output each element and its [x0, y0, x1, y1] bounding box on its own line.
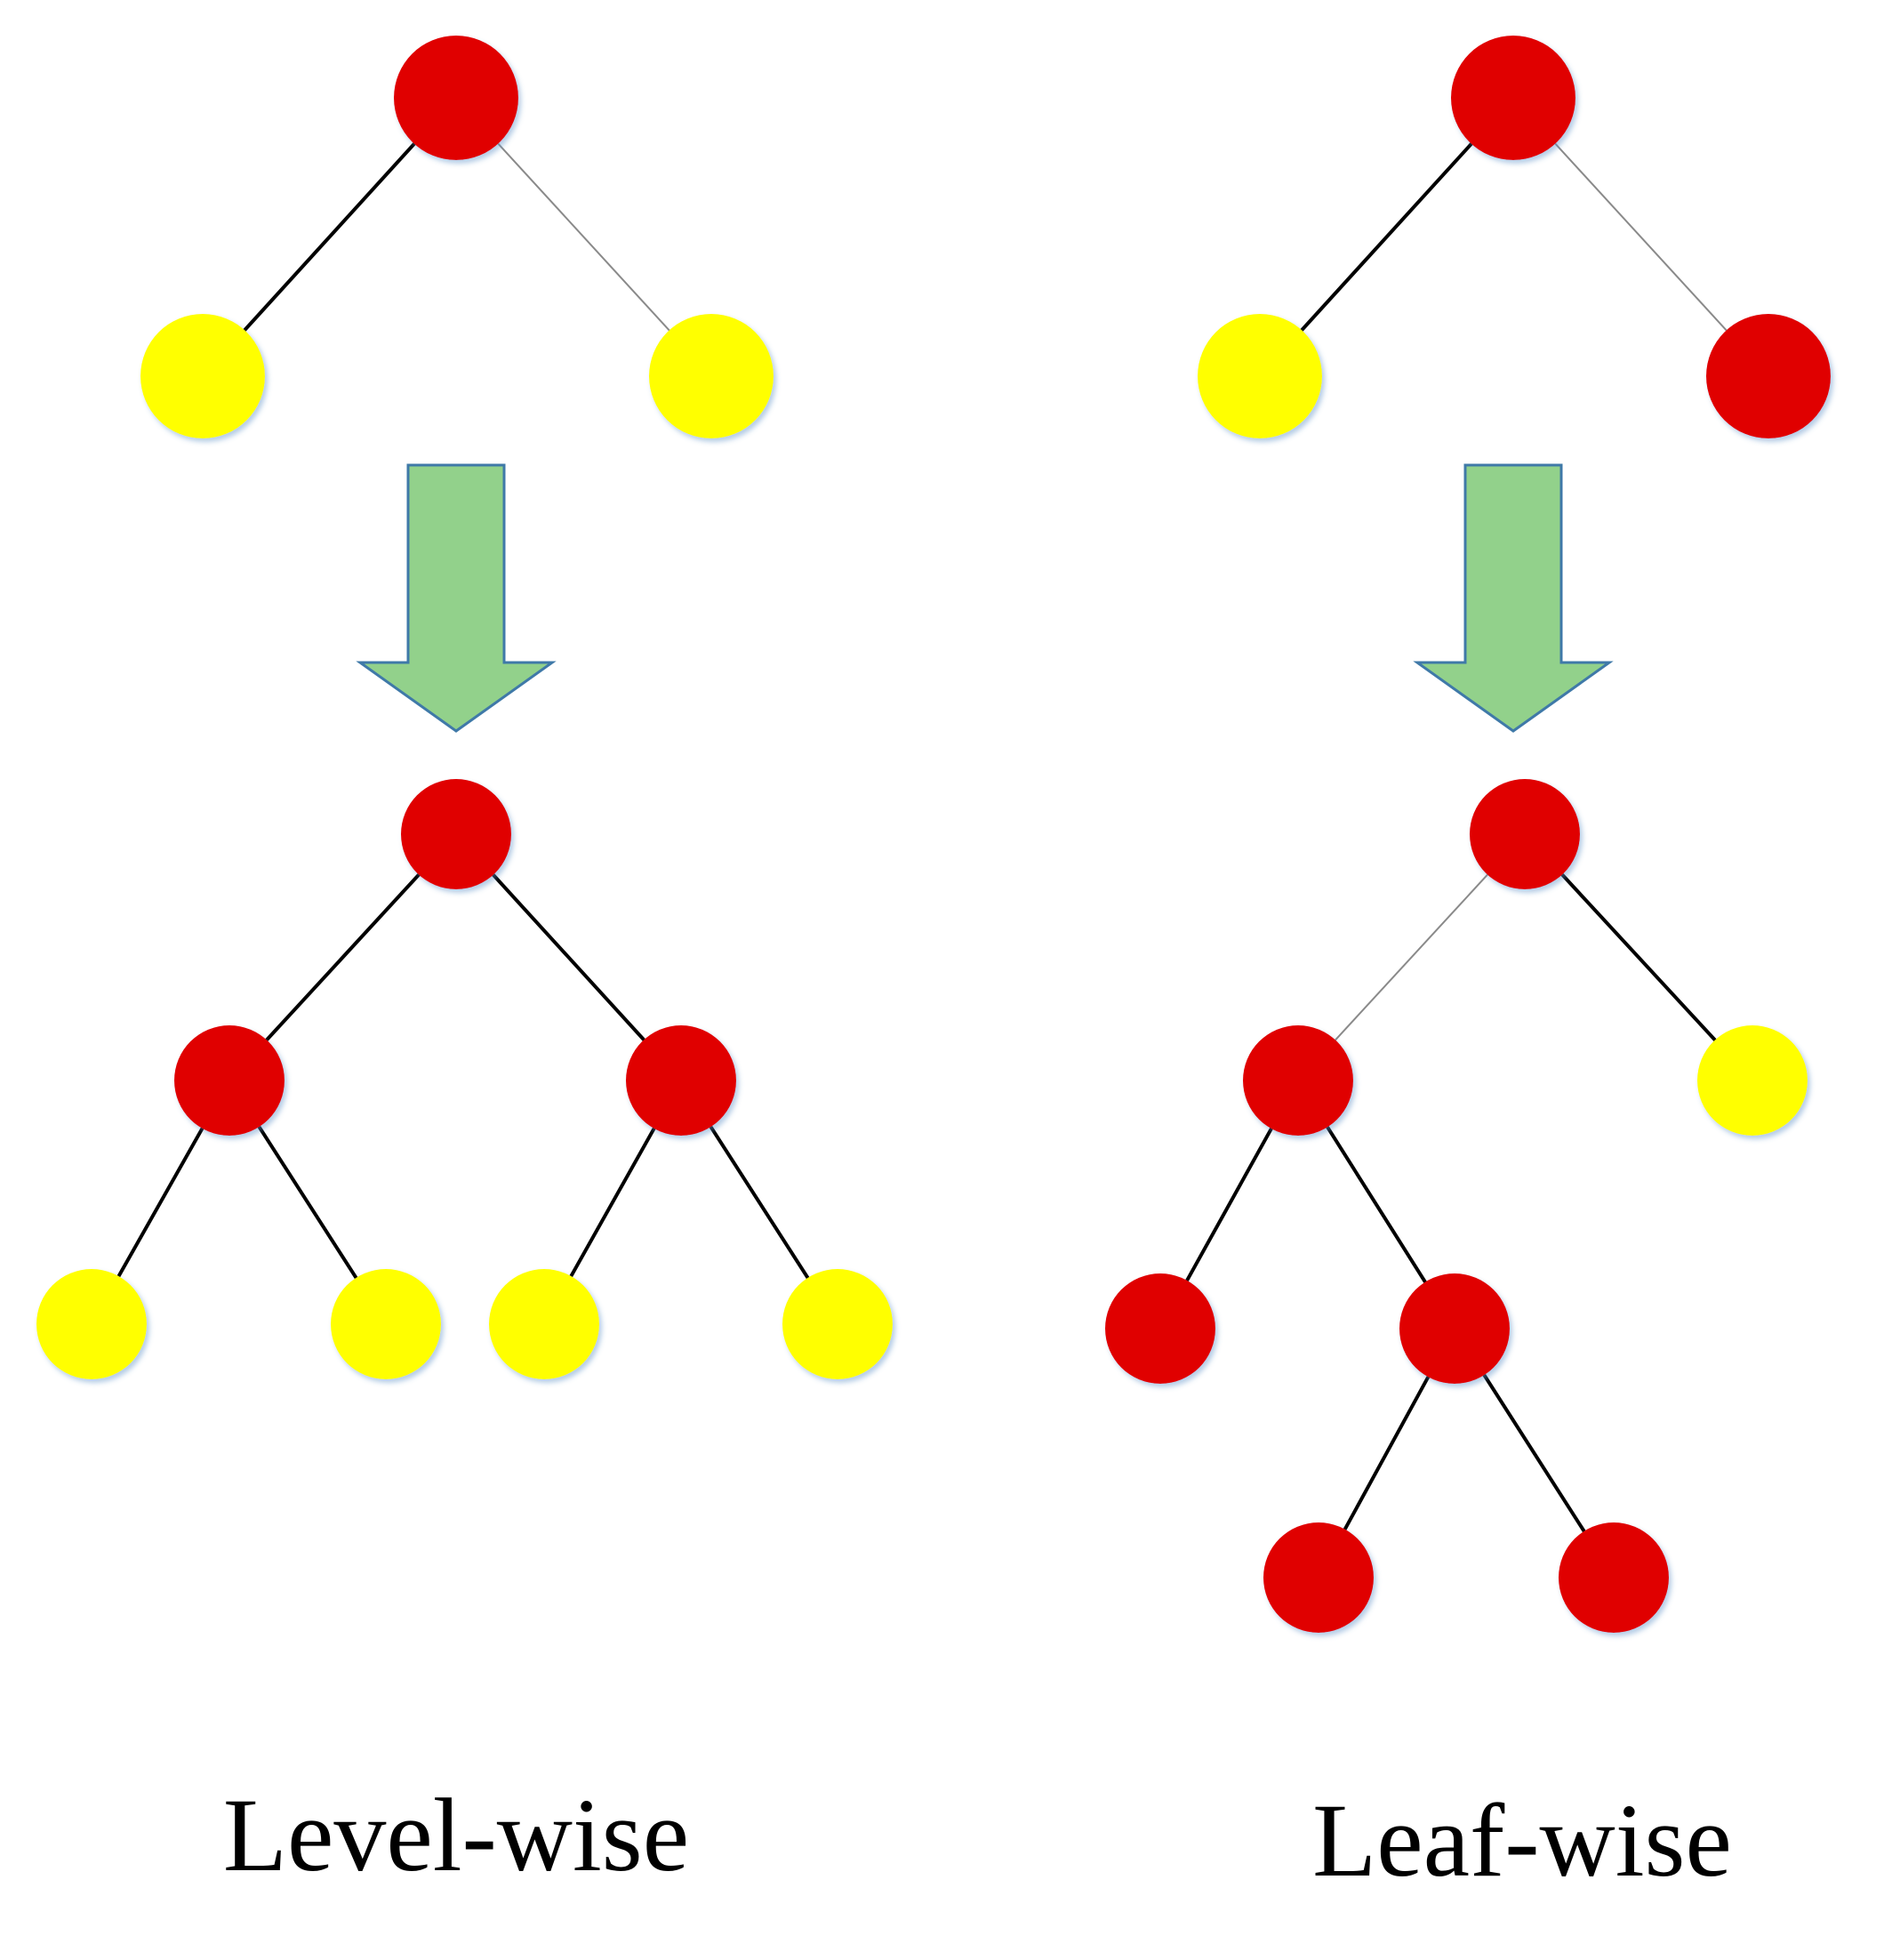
leaf-wise-after-edge-a2-c2: [1482, 1373, 1586, 1533]
level-wise-before-edge-r-rr: [497, 142, 670, 332]
leaf-wise-after-edge-a-a1: [1185, 1127, 1273, 1282]
level-wise-after-edge-b-b2: [709, 1125, 810, 1280]
leaf-wise-before-split-node-r: [1451, 36, 1575, 160]
leaf-wise-after-edge-r-a: [1334, 873, 1489, 1041]
level-wise-after-edge-a-a2: [257, 1125, 358, 1280]
leaf-wise-after-split-node-c2: [1559, 1522, 1669, 1633]
leaf-wise-after-split-node-c1: [1263, 1522, 1374, 1633]
level-wise-after-leaf-node-a2: [331, 1269, 441, 1379]
leaf-wise-after-edge-a-a2: [1326, 1125, 1427, 1284]
level-wise-after-split-node-r: [401, 779, 511, 889]
leaf-wise-after-leaf-node-b: [1697, 1025, 1808, 1136]
level-wise-before-split-node-r: [394, 36, 518, 160]
panel-leaf-wise: Leaf-wise: [1105, 36, 1831, 1899]
level-wise-after-leaf-node-b2: [782, 1269, 893, 1379]
panel-level-wise: Level-wise: [36, 36, 893, 1893]
level-wise-after-edge-b-b1: [569, 1127, 656, 1278]
level-wise-after-split-node-b: [626, 1025, 736, 1136]
leaf-wise-after-tree: [1105, 779, 1808, 1633]
leaf-wise-after-split-node-a: [1243, 1025, 1353, 1136]
leaf-wise-after-edge-r-b: [1560, 872, 1717, 1042]
level-wise-before-leaf-node-l: [140, 314, 265, 438]
level-wise-after-edge-r-b: [491, 872, 646, 1042]
level-wise-after-edge-a-a1: [116, 1126, 204, 1279]
level-wise-after-tree: [36, 779, 893, 1379]
level-wise-after-leaf-node-a1: [36, 1269, 147, 1379]
level-wise-after-edge-r-a: [264, 872, 421, 1042]
leaf-wise-after-split-node-a1: [1105, 1273, 1215, 1384]
leaf-wise-before-edge-r-rr: [1554, 142, 1728, 332]
level-wise-before-tree: [140, 36, 774, 438]
leaf-wise-before-tree: [1198, 36, 1831, 438]
leaf-wise-caption: Leaf-wise: [1312, 1782, 1732, 1899]
leaf-wise-before-edge-r-l: [1300, 141, 1473, 333]
level-wise-caption: Level-wise: [223, 1777, 689, 1893]
leaf-wise-after-edge-a2-c1: [1343, 1375, 1431, 1531]
leaf-wise-after-split-node-r: [1470, 779, 1580, 889]
leaf-wise-after-split-node-a2: [1399, 1273, 1510, 1384]
leaf-wise-before-split-node-rr: [1706, 314, 1831, 438]
level-wise-before-leaf-node-rr: [649, 314, 774, 438]
level-wise-after-leaf-node-b1: [489, 1269, 599, 1379]
level-wise-after-split-node-a: [174, 1025, 285, 1136]
level-wise-before-edge-r-l: [243, 141, 416, 333]
level-wise-arrow: [356, 463, 557, 733]
leaf-wise-before-leaf-node-l: [1198, 314, 1322, 438]
leaf-wise-arrow: [1413, 463, 1614, 733]
